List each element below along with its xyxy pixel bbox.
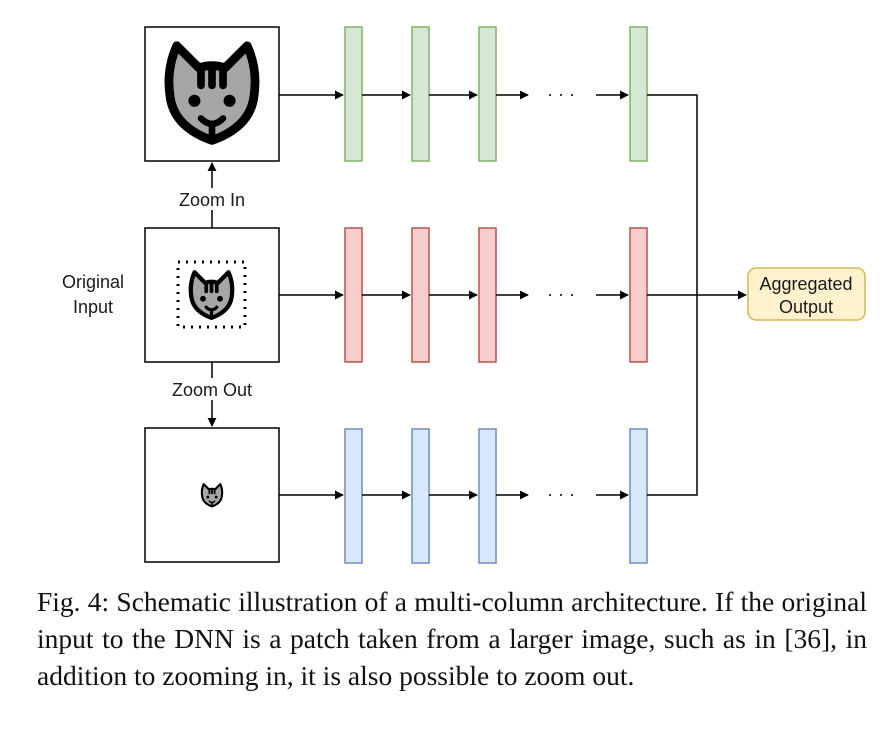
layer-block: [478, 227, 497, 363]
multi-column-architecture-diagram: Zoom In Zoom Out Original Input · · · · …: [62, 26, 866, 564]
ellipsis: · · ·: [547, 284, 575, 304]
zoom-out-label: Zoom Out: [172, 380, 252, 400]
aggregated-output-box: Aggregated Output: [747, 267, 866, 321]
figure-caption: Fig. 4: Schematic illustration of a mult…: [37, 586, 867, 691]
layer-block: [411, 428, 430, 564]
original-input-box: [144, 227, 280, 363]
patch-selection-box: [176, 260, 247, 329]
aggregated-output-label-line1: Aggregated: [759, 274, 852, 294]
layer-block: [478, 428, 497, 564]
layer-block: [411, 26, 430, 162]
layer-block: [478, 26, 497, 162]
ellipsis: · · ·: [547, 484, 575, 504]
zoom-in-label: Zoom In: [179, 190, 245, 210]
column-bottom: · · ·: [279, 295, 698, 564]
layer-block: [344, 428, 363, 564]
original-input-label-line1: Original: [62, 272, 124, 292]
ellipsis: · · ·: [547, 84, 575, 104]
column-middle: · · ·: [279, 227, 747, 363]
layer-block: [629, 227, 648, 363]
layer-block: [411, 227, 430, 363]
layer-block: [344, 227, 363, 363]
original-input-label-line2: Input: [73, 297, 113, 317]
layer-block: [629, 26, 648, 162]
zoomed-out-input-box: [144, 427, 280, 563]
zoomed-in-input-box: [144, 26, 280, 162]
layer-block: [344, 26, 363, 162]
column-top: · · ·: [279, 26, 698, 295]
aggregated-output-label-line2: Output: [779, 297, 833, 317]
layer-block: [629, 428, 648, 564]
